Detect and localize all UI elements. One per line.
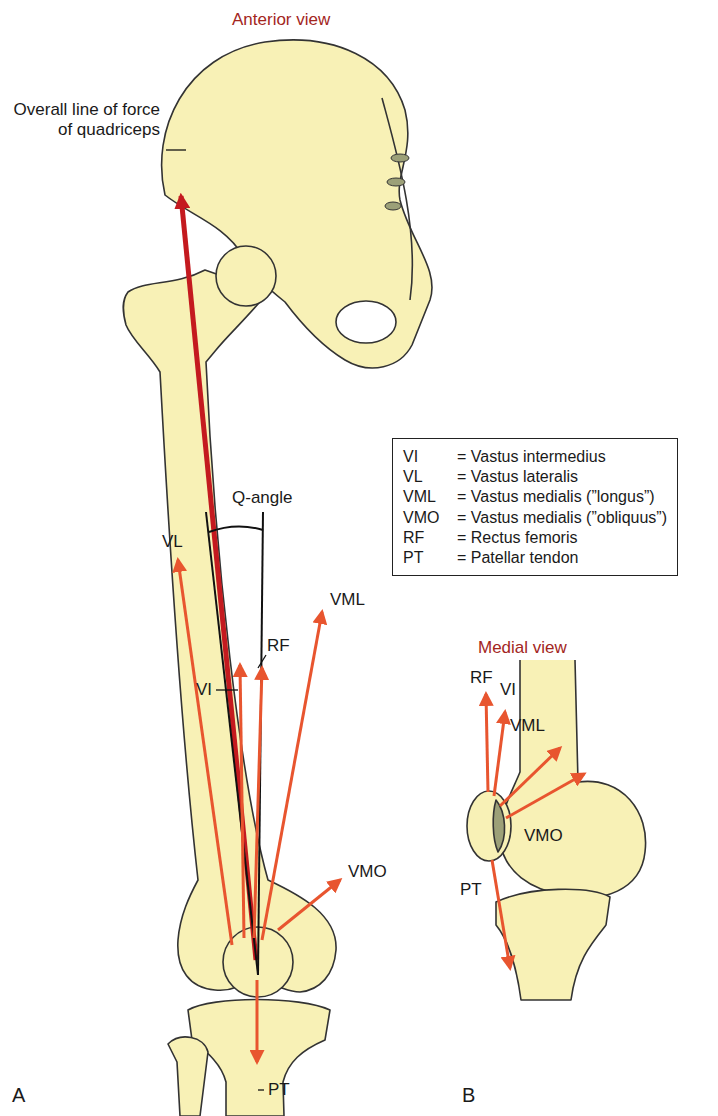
part-label: VML [330, 590, 365, 610]
part-label: VI [196, 680, 212, 700]
key-abbreviation: VML [403, 487, 457, 506]
key-definition: = Vastus intermedius [457, 447, 667, 466]
part-label: VL [162, 532, 183, 552]
part-label: VMO [348, 862, 387, 882]
part-label: RF [267, 636, 290, 656]
key-definition: = Vastus medialis (”obliquus”) [457, 508, 667, 527]
part-label: VI [500, 680, 516, 700]
part-label: Anterior view [232, 10, 330, 30]
part-label: Overall line of force of quadriceps [10, 100, 160, 139]
part-label: Q-angle [232, 488, 292, 508]
key-abbreviation: RF [403, 528, 457, 547]
part-label: VMO [524, 826, 563, 846]
key-definition: = Vastus medialis (”longus”) [457, 487, 667, 506]
key-abbreviation: VMO [403, 508, 457, 527]
part-label: VML [510, 716, 545, 736]
abbreviation-key: VI= Vastus intermediusVL= Vastus lateral… [392, 438, 678, 576]
key-abbreviation: PT [403, 548, 457, 567]
key-abbreviation: VL [403, 467, 457, 486]
key-definition: = Vastus lateralis [457, 467, 667, 486]
part-label: RF [470, 668, 493, 688]
part-label: A [12, 1084, 25, 1107]
part-label: Medial view [478, 638, 567, 658]
key-abbreviation: VI [403, 447, 457, 466]
key-definition: = Rectus femoris [457, 528, 667, 547]
key-definition: = Patellar tendon [457, 548, 667, 567]
part-label: B [462, 1084, 475, 1107]
part-label: PT [460, 880, 482, 900]
part-label: PT [268, 1080, 290, 1100]
